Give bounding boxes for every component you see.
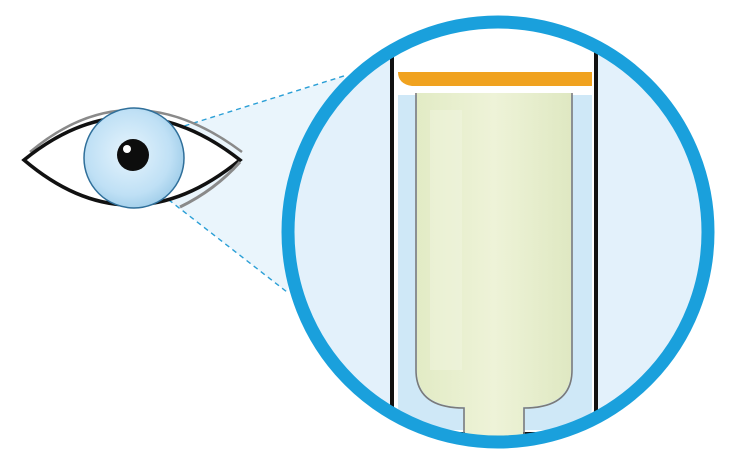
pupil bbox=[117, 139, 149, 171]
magnifier-circle bbox=[281, 15, 715, 449]
lower-lid-accent bbox=[179, 161, 242, 209]
meniscus-band bbox=[398, 72, 592, 86]
liquid-contents bbox=[417, 93, 571, 440]
sight-line-lower bbox=[132, 171, 288, 293]
liquid-highlight bbox=[430, 110, 462, 370]
container-tube bbox=[390, 22, 598, 441]
eye-icon bbox=[21, 107, 243, 209]
pupil-glint bbox=[123, 145, 131, 153]
